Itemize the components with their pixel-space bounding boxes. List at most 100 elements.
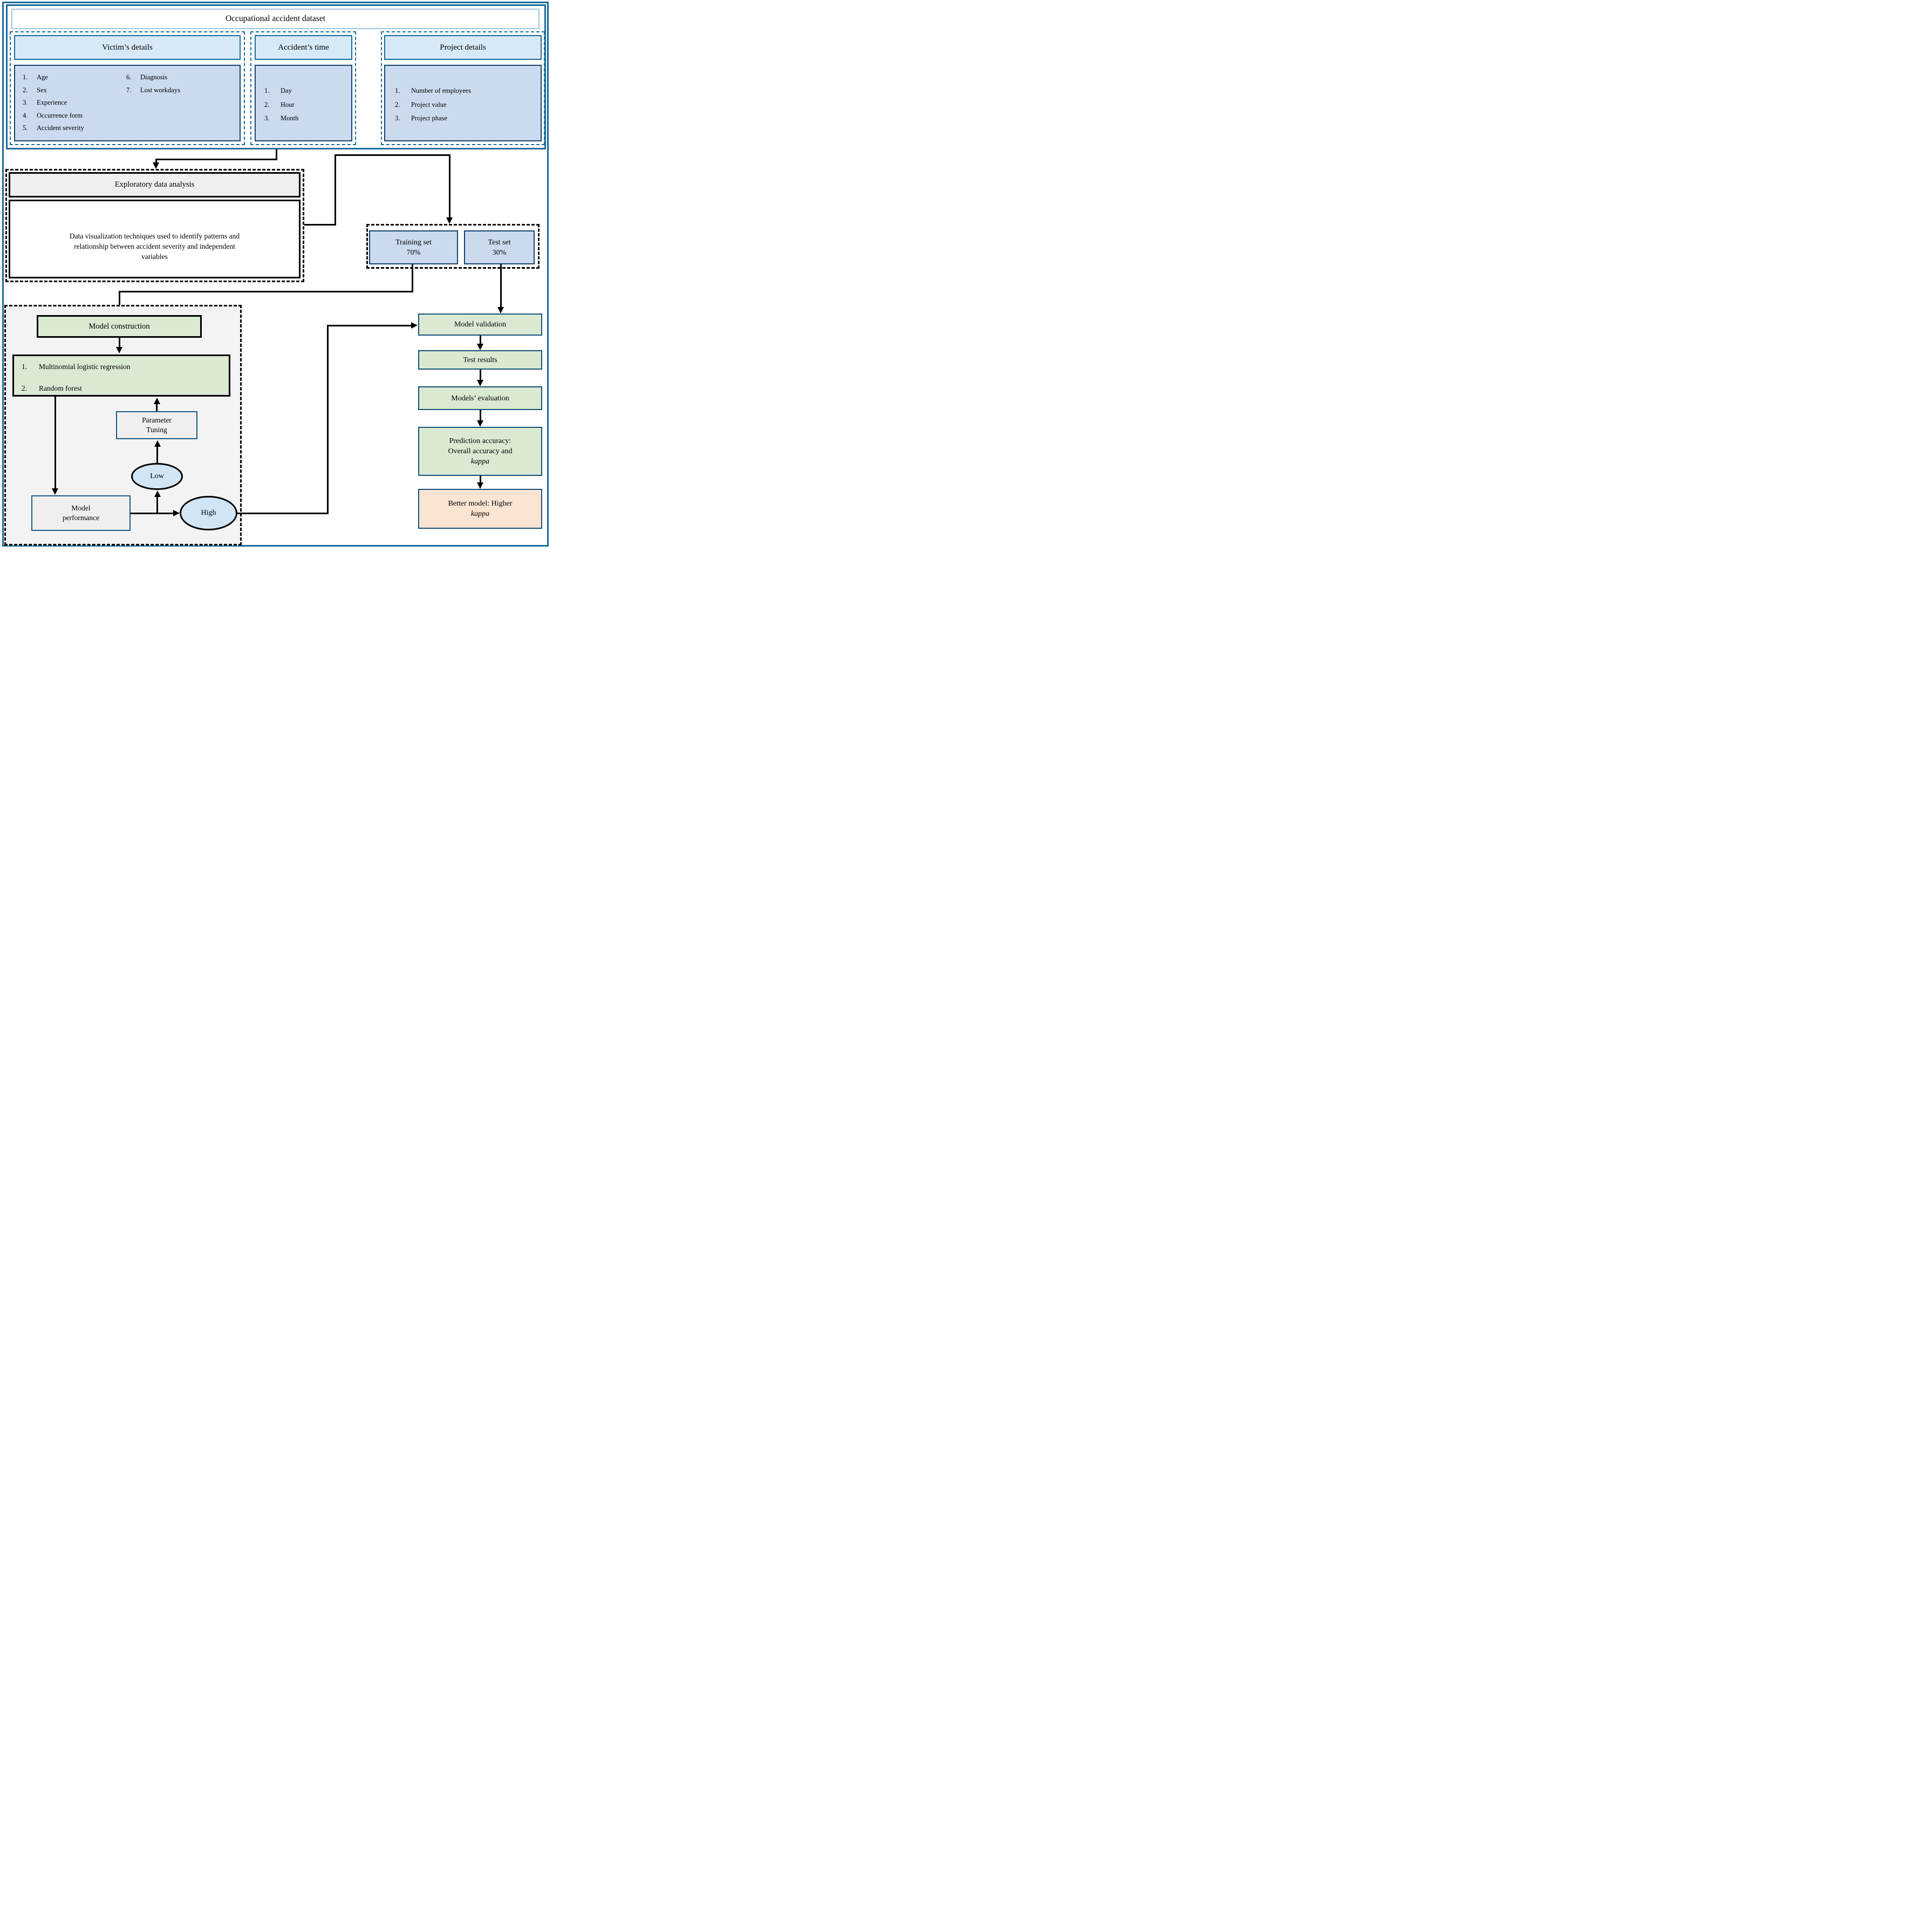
victim-list-col1: 1.Age 2.Sex 3.Experience 4.Occurrence fo… [23, 71, 84, 135]
eda-body: Data visualization techniques used to id… [9, 200, 301, 278]
connector-results-to-evaluation-segment [479, 370, 481, 380]
victim-details-header: Victim’s details [14, 35, 241, 60]
model-performance-line: performance [62, 514, 100, 522]
victim-details-title: Victim’s details [102, 43, 153, 52]
test-results-box: Test results [418, 350, 542, 370]
model-validation-box: Model validation [418, 313, 542, 336]
connector-low-to-tuning-arrowhead [154, 440, 161, 447]
list-item: 3.Month [264, 114, 299, 122]
training-set-percent: 70% [406, 248, 421, 257]
connector-eda-to-split-arrowhead [446, 217, 453, 224]
project-details-panel [381, 31, 545, 145]
connector-low-to-tuning-segment [156, 446, 158, 463]
connector-models-to-performance-arrowhead [52, 488, 58, 495]
dataset-title-bar: Occupational accident dataset [11, 9, 540, 29]
low-label: Low [150, 472, 164, 480]
models-list-box: 1.Multinomial logistic regression 2.Rand… [12, 354, 230, 397]
model-validation-label: Model validation [454, 320, 507, 329]
eda-body-line: relationship between accident severity a… [74, 242, 235, 250]
connector-junction-to-low-arrowhead [154, 490, 161, 497]
connector-junction-to-low-segment [156, 496, 158, 513]
connector-high-to-validation-arrowhead [411, 322, 418, 329]
list-item: 2.Hour [264, 100, 295, 108]
connector-eda-to-split-segment [334, 154, 336, 226]
connector-dataset-to-eda-arrowhead [153, 162, 159, 169]
test-results-label: Test results [463, 356, 497, 364]
connector-eda-to-split-segment [304, 223, 336, 226]
models-evaluation-label: Models’ evaluation [451, 394, 509, 403]
test-set-box: Test set 30% [464, 230, 535, 264]
connector-test-to-validation-segment [500, 264, 502, 308]
parameter-tuning-line: Tuning [146, 426, 167, 434]
list-item: 6.Diagnosis [126, 73, 167, 81]
test-set-percent: 30% [492, 248, 507, 257]
better-model-box: Better model: Higher kappa [418, 489, 542, 529]
connector-training-to-construction-segment [118, 290, 413, 292]
connector-construction-to-models-segment [118, 338, 120, 347]
parameter-tuning-line: Parameter [142, 416, 172, 424]
connector-tuning-to-models-arrowhead [153, 398, 160, 404]
project-details-header: Project details [384, 35, 542, 60]
prediction-accuracy-kappa: kappa [470, 458, 490, 466]
prediction-accuracy-box: Prediction accuracy: Overall accuracy an… [418, 427, 542, 476]
list-item: 3.Experience [23, 99, 67, 106]
connector-dataset-to-eda-segment [155, 158, 277, 160]
connector-eda-to-split-segment [334, 154, 450, 156]
list-item: 1.Number of employees [395, 87, 472, 94]
eda-title: Exploratory data analysis [114, 180, 195, 189]
eda-body-line: variables [141, 252, 168, 261]
accident-time-title: Accident’s time [278, 43, 329, 52]
list-item: 7.Lost workdays [126, 86, 180, 94]
connector-models-to-performance-segment [54, 397, 56, 489]
dataset-container [6, 4, 546, 149]
connector-validation-to-results-segment [479, 336, 481, 344]
list-item: 2.Project value [395, 100, 447, 108]
test-set-label: Test set [488, 238, 511, 247]
eda-header: Exploratory data analysis [9, 172, 301, 197]
list-item: 5.Accident severity [23, 124, 84, 132]
connector-dataset-to-eda-segment [275, 149, 277, 159]
models-evaluation-box: Models’ evaluation [418, 386, 542, 410]
victim-details-panel [10, 31, 245, 145]
victim-details-list: 1.Age 2.Sex 3.Experience 4.Occurrence fo… [14, 65, 241, 141]
parameter-tuning-box: Parameter Tuning [116, 411, 197, 439]
connector-eda-to-split-segment [448, 154, 450, 218]
model-performance-box: Model performance [31, 495, 131, 531]
connector-test-to-validation-arrowhead [497, 307, 504, 313]
page-border [2, 2, 549, 547]
accident-time-header: Accident’s time [255, 35, 352, 60]
flowchart-canvas: Occupational accident dataset Victim’s d… [0, 0, 552, 550]
list-item: 1.Multinomial logistic regression [22, 363, 131, 371]
connector-validation-to-results-arrowhead [477, 344, 483, 350]
connector-accuracy-to-better-segment [479, 476, 481, 483]
connector-performance-to-high-segment [131, 512, 174, 514]
connector-results-to-evaluation-arrowhead [477, 380, 483, 386]
connector-training-to-construction-segment [118, 290, 120, 309]
connector-dataset-to-eda-segment [155, 158, 157, 163]
connector-performance-to-high-arrowhead [173, 510, 180, 516]
list-item: 1.Age [23, 73, 48, 81]
training-set-box: Training set 70% [369, 230, 458, 264]
connector-training-to-construction-segment [411, 264, 413, 292]
connector-evaluation-to-accuracy-segment [479, 410, 481, 421]
list-item: 1.Day [264, 87, 292, 94]
list-item: 4.Occurrence form [23, 111, 83, 119]
list-item: 3.Project phase [395, 114, 447, 122]
better-model-kappa: kappa [470, 510, 490, 518]
prediction-accuracy-line: Prediction accuracy: [449, 437, 511, 445]
project-details-title: Project details [440, 43, 486, 52]
list-item: 2.Sex [23, 86, 47, 94]
eda-body-line: Data visualization techniques used to id… [69, 231, 240, 240]
connector-construction-to-models-arrowhead [116, 347, 122, 353]
accident-time-list: 1.Day 2.Hour 3.Month [255, 65, 352, 141]
high-label: High [201, 509, 216, 517]
connector-high-to-validation-segment [237, 512, 328, 514]
low-ellipse: Low [131, 463, 183, 490]
high-ellipse: High [180, 496, 237, 530]
training-set-label: Training set [395, 238, 432, 247]
better-model-line: Better model: Higher [448, 500, 513, 508]
victim-list-col2: 6.Diagnosis 7.Lost workdays [126, 71, 180, 97]
prediction-accuracy-line: Overall accuracy and [448, 447, 513, 455]
model-performance-line: Model [71, 504, 91, 512]
accident-time-panel [250, 31, 356, 145]
